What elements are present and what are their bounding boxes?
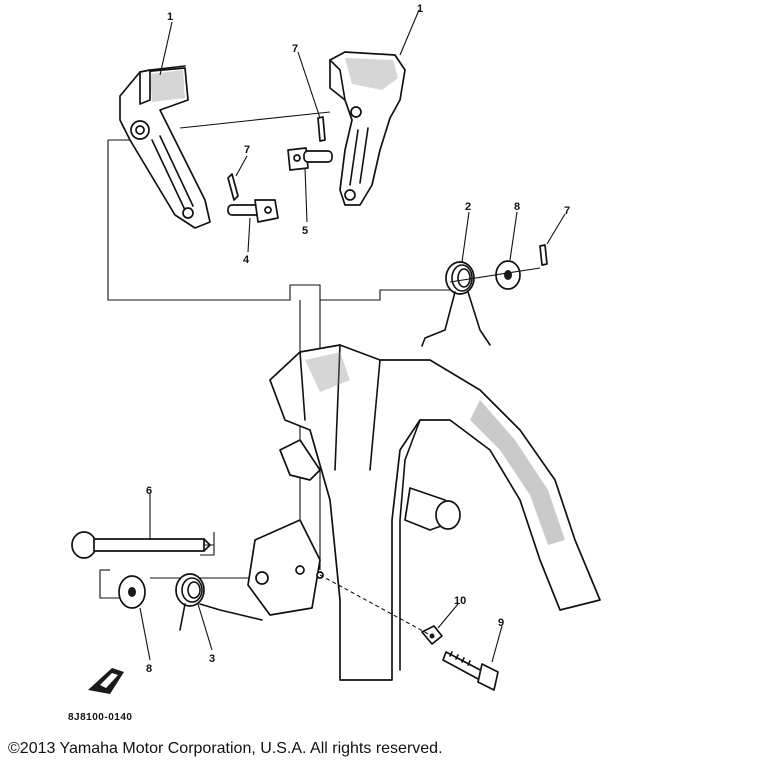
callout-3: 3 — [209, 653, 215, 665]
callout-2: 2 — [465, 201, 471, 213]
callout-1-right: 1 — [417, 3, 423, 15]
frame-body — [247, 344, 601, 681]
callout-7-mid: 7 — [244, 144, 250, 156]
left-bracket-part — [119, 65, 211, 229]
callout-1-left: 1 — [167, 11, 173, 23]
callout-8-bottom: 8 — [146, 663, 152, 675]
diagram-code: 8J8100-0140 — [68, 712, 132, 723]
callout-7-top: 7 — [292, 43, 298, 55]
nut-part-10 — [421, 625, 443, 645]
callout-8-top: 8 — [514, 201, 520, 213]
clevis-pin-part-5 — [287, 147, 333, 171]
front-arrow-icon — [88, 668, 124, 694]
cotter-pin-part-7-mid — [227, 173, 239, 201]
right-bracket-part — [329, 51, 406, 206]
callout-6: 6 — [146, 485, 152, 497]
torsion-spring-part-2 — [421, 261, 491, 347]
clevis-pin-part-4 — [227, 199, 279, 223]
callout-7-right: 7 — [564, 205, 570, 217]
callout-4: 4 — [243, 254, 250, 266]
copyright-notice: ©2013 Yamaha Motor Corporation, U.S.A. A… — [8, 740, 443, 757]
shaft-part-6 — [71, 531, 211, 559]
cotter-pin-part-7-right — [539, 244, 548, 266]
leader-lines — [139, 9, 566, 663]
callout-10: 10 — [454, 595, 466, 607]
cotter-pin-part-7-top — [317, 116, 326, 142]
bolt-part-9 — [442, 651, 499, 691]
callout-9: 9 — [498, 617, 504, 629]
washer-part-8-bottom — [118, 575, 146, 609]
torsion-spring-part-3 — [175, 573, 263, 631]
callout-5: 5 — [302, 225, 308, 237]
washer-part-8-top — [495, 260, 521, 290]
assembly-outline — [99, 111, 450, 599]
